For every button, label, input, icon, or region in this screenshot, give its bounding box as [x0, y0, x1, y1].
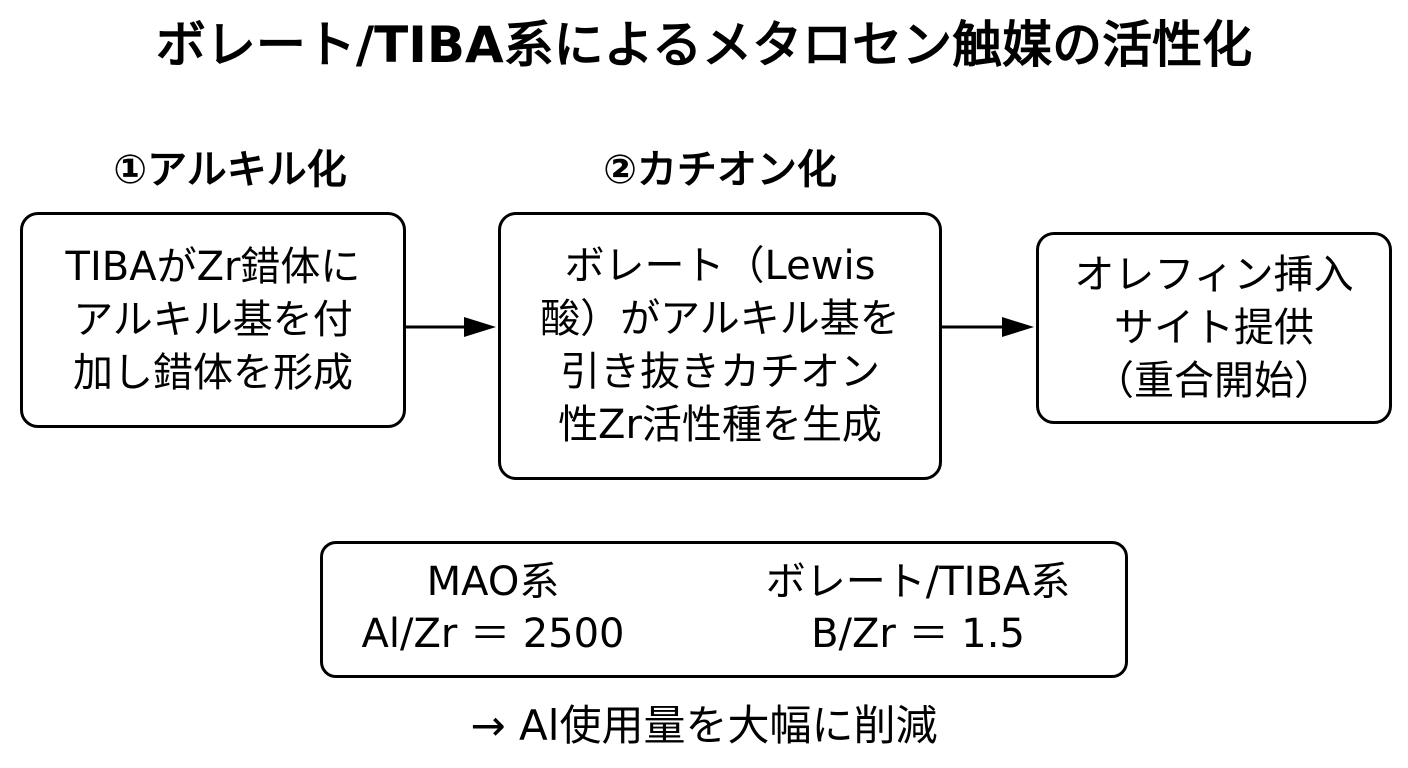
box-line: TIBAがZr錯体に [65, 243, 361, 290]
box-line: 性Zr活性種を生成 [558, 402, 882, 448]
box-line: サイト提供 [1114, 304, 1314, 351]
mao-ratio: Al/Zr ＝ 2500 [361, 611, 625, 657]
box-line: ボレート（Lewis [564, 243, 876, 289]
box-line: オレフィン挿入 [1074, 251, 1354, 298]
arrow-cationization-to-polymerization [942, 317, 1034, 337]
comparison-box: MAO系 Al/Zr ＝ 2500 ボレート/TIBA系 B/Zr ＝ 1.5 [320, 541, 1128, 678]
conclusion-text: → Al使用量を大幅に削減 [470, 701, 938, 750]
box-line: 酸）がアルキル基を [540, 296, 900, 342]
arrow-alkylation-to-cationization [406, 317, 496, 337]
cationization-box: ボレート（Lewis 酸）がアルキル基を 引き抜きカチオン 性Zr活性種を生成 [498, 212, 942, 480]
mao-name: MAO系 [426, 559, 560, 605]
alkylation-box: TIBAがZr錯体に アルキル基を付 加し錯体を形成 [20, 212, 406, 428]
step-label-alkylation: ①アルキル化 [113, 147, 347, 193]
diagram-title: ボレート/TIBA系によるメタロセン触媒の活性化 [155, 16, 1253, 74]
mao-column: MAO系 Al/Zr ＝ 2500 [323, 556, 663, 660]
box-line: 引き抜きカチオン [560, 349, 880, 395]
step-label-cationization: ②カチオン化 [603, 147, 837, 193]
polymerization-start-box: オレフィン挿入 サイト提供 （重合開始） [1036, 232, 1392, 424]
borate-ratio: B/Zr ＝ 1.5 [811, 611, 1025, 657]
borate-name: ボレート/TIBA系 [765, 559, 1071, 605]
box-line: アルキル基を付 [73, 296, 353, 343]
box-line: （重合開始） [1094, 357, 1334, 404]
box-line: 加し錯体を形成 [73, 349, 353, 396]
borate-column: ボレート/TIBA系 B/Zr ＝ 1.5 [723, 556, 1113, 660]
